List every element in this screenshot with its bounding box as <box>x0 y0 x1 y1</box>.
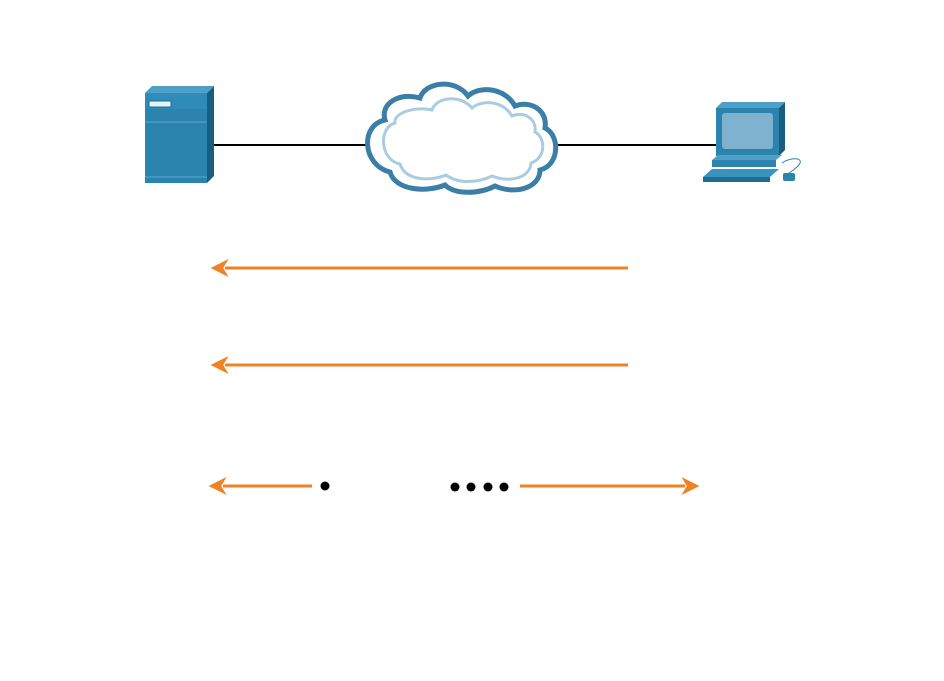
ellipsis-dot <box>466 482 476 492</box>
desktop-computer-icon <box>703 102 801 182</box>
ellipsis-dot <box>320 481 330 491</box>
cloud-icon <box>365 81 559 195</box>
ellipsis-dot <box>483 482 493 492</box>
message-arrow-3 <box>208 477 700 495</box>
server-icon <box>145 86 214 183</box>
ellipsis-dot <box>450 482 460 492</box>
ellipsis-dot <box>499 482 509 492</box>
